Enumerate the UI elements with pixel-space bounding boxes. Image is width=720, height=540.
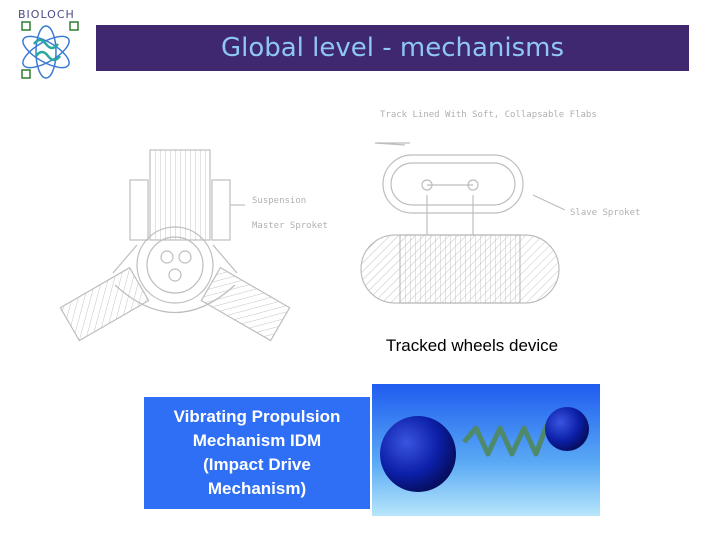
title-bar: Global level - mechanisms: [96, 25, 689, 71]
bioloch-logo: BIOLOCH: [14, 4, 88, 86]
idm-simulation: [372, 384, 600, 516]
idm-label-box: Vibrating Propulsion Mechanism IDM (Impa…: [144, 397, 370, 509]
tracked-device-drawing: Track Lined With Soft, Collapsable Flabs…: [59, 110, 640, 342]
label-track: Track Lined With Soft, Collapsable Flabs: [380, 110, 597, 120]
tri-track-assembly: [59, 149, 291, 342]
logo-text: BIOLOCH: [18, 8, 75, 21]
spring-icon: [462, 421, 551, 457]
sprocket-track: [382, 154, 524, 235]
tracked-wheels-caption: Tracked wheels device: [385, 336, 559, 355]
idm-caption: Vibrating Propulsion Mechanism IDM (Impa…: [173, 407, 341, 498]
small-sphere: [545, 407, 589, 451]
label-slave-sproket: Slave Sproket: [570, 208, 640, 218]
capsule-body: [360, 234, 560, 304]
slide-title: Global level - mechanisms: [220, 33, 565, 63]
large-sphere: [380, 416, 456, 492]
label-master-sproket: Master Sproket: [252, 221, 328, 231]
logo-graphic: [21, 21, 79, 79]
label-suspension: Suspension: [252, 196, 306, 206]
